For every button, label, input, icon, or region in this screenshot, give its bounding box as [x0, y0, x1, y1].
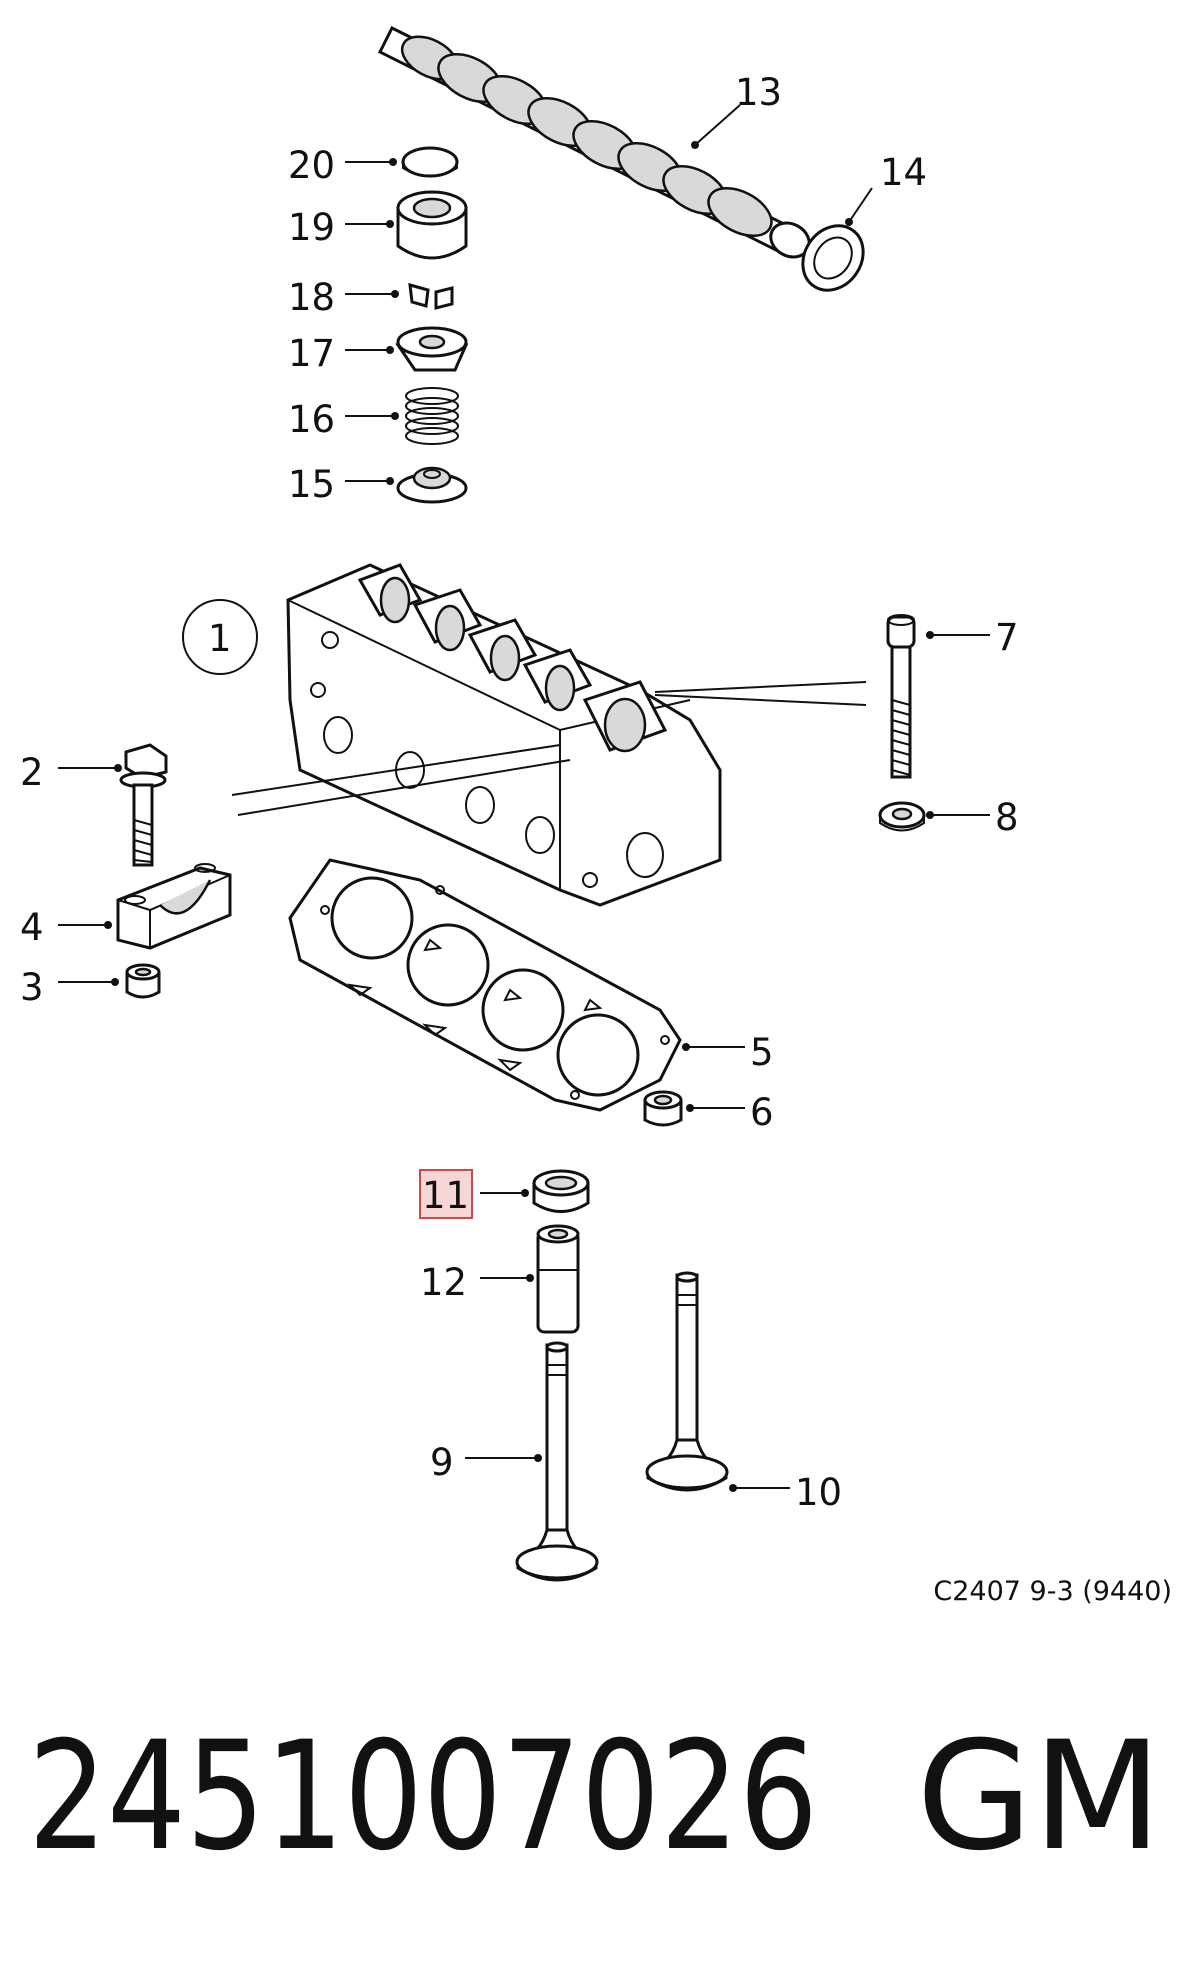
callout-13[interactable]: 13 [735, 71, 782, 114]
callout-17[interactable]: 17 [288, 332, 335, 375]
spring-retainer-part-17[interactable] [395, 326, 469, 372]
callout-10[interactable]: 10 [795, 1471, 842, 1514]
washer-part-8[interactable] [878, 801, 926, 832]
diagram-reference: C2407 9-3 (9440) [933, 1576, 1172, 1607]
intake-valve-part-9[interactable] [515, 1341, 599, 1582]
collet-part-18[interactable] [408, 282, 454, 310]
callout-4[interactable]: 4 [20, 906, 44, 949]
callout-3[interactable]: 3 [20, 966, 44, 1009]
callout-11-highlight [419, 1169, 473, 1219]
dowel-part-6[interactable] [643, 1090, 683, 1127]
callout-12[interactable]: 12 [420, 1261, 467, 1304]
callout-11[interactable]: 11 [422, 1174, 469, 1217]
callout-1[interactable]: 1 [208, 617, 232, 660]
oil-seal-part-14[interactable] [791, 214, 876, 302]
callout-19[interactable]: 19 [288, 206, 335, 249]
bearing-cap-part-4[interactable] [116, 863, 232, 950]
callout-20[interactable]: 20 [288, 144, 335, 187]
callout-9[interactable]: 9 [430, 1441, 454, 1484]
exhaust-valve-part-10[interactable] [645, 1271, 729, 1492]
valve-stem-seal-part-11[interactable] [532, 1169, 590, 1213]
brand-name: GM [916, 1710, 1162, 1884]
callout-18[interactable]: 18 [288, 276, 335, 319]
head-gasket-part-5[interactable] [288, 858, 682, 1112]
bearing-cap-bolt-part-2[interactable] [119, 743, 168, 867]
callout-15[interactable]: 15 [288, 463, 335, 506]
callout-2[interactable]: 2 [20, 751, 44, 794]
dowel-sleeve-part-3[interactable] [125, 963, 161, 999]
callout-14[interactable]: 14 [880, 151, 927, 194]
callout-5[interactable]: 5 [750, 1031, 774, 1074]
callout-6[interactable]: 6 [750, 1091, 774, 1134]
camshaft-part-13[interactable] [377, 25, 815, 264]
valve-spring-part-16[interactable] [405, 387, 459, 445]
callout-16[interactable]: 16 [288, 398, 335, 441]
head-bolt-part-7[interactable] [886, 614, 916, 779]
valve-guide-part-12[interactable] [536, 1224, 580, 1334]
spring-seat-part-15[interactable] [396, 466, 468, 504]
callout-7[interactable]: 7 [995, 616, 1019, 659]
part-number: 2451007026 [28, 1710, 818, 1884]
cylinder-head-part-1[interactable] [286, 563, 722, 907]
callout-8[interactable]: 8 [995, 796, 1019, 839]
tappet-part-19[interactable] [396, 190, 468, 260]
shim-part-20[interactable] [401, 146, 459, 178]
callout-1-circle [182, 599, 258, 675]
